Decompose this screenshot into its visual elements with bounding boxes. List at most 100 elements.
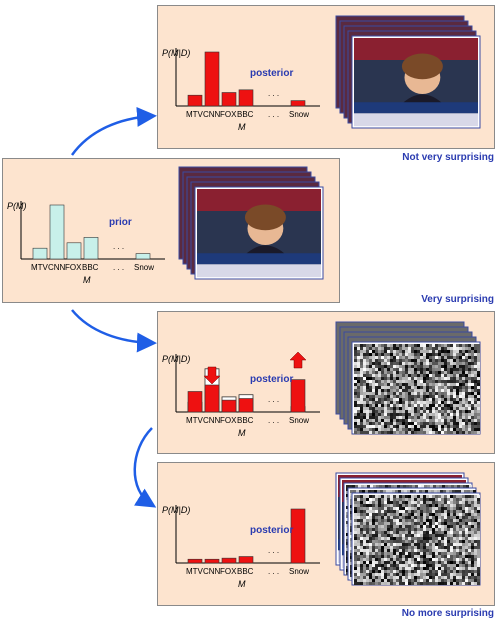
noise-pixel [450, 534, 453, 537]
noise-pixel [423, 377, 426, 380]
noise-pixel [441, 507, 444, 510]
noise-pixel [477, 377, 480, 380]
noise-pixel [439, 485, 442, 488]
noise-pixel [435, 362, 438, 365]
noise-pixel [384, 416, 387, 419]
noise-pixel [477, 431, 480, 434]
noise-pixel [366, 564, 369, 567]
noise-pixel [399, 425, 402, 428]
noise-pixel [459, 428, 462, 431]
noise-pixel [444, 519, 447, 522]
noise-pixel [468, 344, 471, 347]
noise-pixel [477, 353, 480, 356]
noise-pixel [443, 490, 446, 493]
noise-pixel [381, 513, 384, 516]
noise-pixel [414, 546, 417, 549]
noise-pixel [444, 567, 447, 570]
noise-pixel [420, 386, 423, 389]
noise-pixel [459, 392, 462, 395]
tick-mtv: MTV [31, 263, 49, 272]
noise-pixel [468, 386, 471, 389]
noise-pixel [462, 504, 465, 507]
noise-pixel [375, 413, 378, 416]
noise-pixel [360, 431, 363, 434]
noise-pixel [414, 353, 417, 356]
noise-pixel [474, 401, 477, 404]
noise-pixel [407, 490, 410, 493]
noise-pixel [378, 419, 381, 422]
noise-pixel [408, 498, 411, 501]
noise-pixel [393, 540, 396, 543]
noise-pixel [462, 401, 465, 404]
noise-pixel [408, 537, 411, 540]
noise-pixel [438, 425, 441, 428]
noise-pixel [465, 395, 468, 398]
noise-pixel [375, 344, 378, 347]
noise-pixel [441, 543, 444, 546]
noise-pixel [357, 558, 360, 561]
noise-pixel [413, 490, 416, 493]
noise-pixel [360, 540, 363, 543]
noise-pixel [456, 555, 459, 558]
noise-pixel [450, 383, 453, 386]
noise-pixel [357, 504, 360, 507]
noise-pixel [405, 422, 408, 425]
noise-pixel [385, 485, 388, 488]
noise-pixel [420, 356, 423, 359]
noise-pixel [381, 398, 384, 401]
noise-pixel [390, 510, 393, 513]
noise-pixel [360, 356, 363, 359]
noise-pixel [436, 485, 439, 488]
noise-pixel [390, 419, 393, 422]
noise-pixel [393, 513, 396, 516]
noise-pixel [450, 522, 453, 525]
noise-pixel [357, 534, 360, 537]
noise-pixel [477, 398, 480, 401]
noise-pixel [471, 344, 474, 347]
noise-pixel [366, 395, 369, 398]
noise-pixel [378, 519, 381, 522]
noise-pixel [369, 362, 372, 365]
noise-pixel [444, 507, 447, 510]
noise-pixel [408, 543, 411, 546]
noise-pixel [438, 537, 441, 540]
noise-pixel [411, 353, 414, 356]
noise-pixel [420, 413, 423, 416]
noise-pixel [375, 359, 378, 362]
noise-pixel [432, 428, 435, 431]
noise-pixel [423, 371, 426, 374]
noise-pixel [363, 513, 366, 516]
noise-pixel [456, 428, 459, 431]
noise-pixel [354, 501, 357, 504]
noise-pixel [429, 552, 432, 555]
noise-pixel [372, 416, 375, 419]
noise-pixel [372, 362, 375, 365]
noise-pixel [426, 543, 429, 546]
noise-pixel [432, 555, 435, 558]
noise-pixel [447, 383, 450, 386]
noise-pixel [426, 353, 429, 356]
noise-pixel [420, 531, 423, 534]
noise-pixel [438, 395, 441, 398]
noise-pixel [471, 362, 474, 365]
noise-pixel [399, 558, 402, 561]
noise-pixel [423, 549, 426, 552]
noise-pixel [369, 356, 372, 359]
noise-pixel [369, 377, 372, 380]
noise-pixel [360, 555, 363, 558]
noise-pixel [399, 549, 402, 552]
caption-very-surprising: Very surprising [421, 294, 494, 305]
noise-pixel [363, 516, 366, 519]
noise-pixel [369, 395, 372, 398]
noise-pixel [414, 365, 417, 368]
noise-pixel [372, 347, 375, 350]
noise-pixel [435, 513, 438, 516]
noise-pixel [390, 380, 393, 383]
noise-pixel [396, 404, 399, 407]
noise-pixel [360, 359, 363, 362]
noise-pixel [396, 401, 399, 404]
noise-pixel [378, 537, 381, 540]
noise-pixel [429, 407, 432, 410]
noise-pixel [426, 392, 429, 395]
noise-pixel [441, 525, 444, 528]
